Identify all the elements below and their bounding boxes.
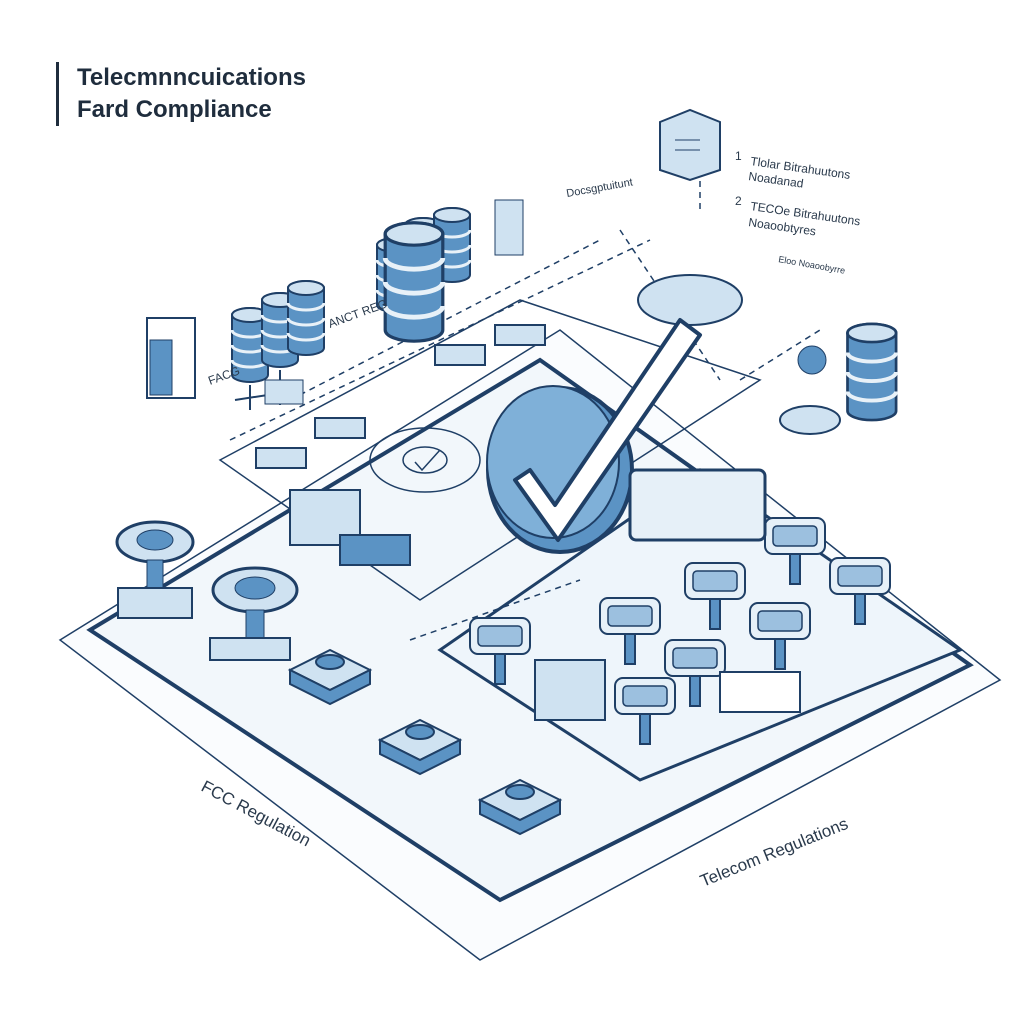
title-line-2: Fard Compliance [77,96,272,123]
label-doc: Docsgptuitunt [565,176,633,199]
database-right [779,324,896,435]
label-anct-reg: ANCT REG [326,297,389,331]
notes: 1 Tlolar Bitrahuutons Noadanad 2 TECOe B… [735,149,861,276]
round-pedestals [115,520,299,661]
title-line-1: Telecmnncuications [77,64,306,91]
label-facg: FACG [206,363,241,387]
note3: Eloo Noaoobyrre [778,254,846,276]
server-cluster-left [230,279,326,410]
book-icon [146,317,196,399]
device-modules [255,324,546,566]
note2-number: 2 [735,194,742,208]
central-database [385,223,743,341]
target-icon [369,427,481,493]
checkmark-icon [486,318,702,554]
server-cluster-top [375,199,524,314]
note1-number: 1 [735,149,742,163]
document-cube-icon [659,108,721,182]
stacked-tiles [289,649,561,835]
compliance-pedestals [469,468,891,745]
page-title: Telecmnncuications Fard Compliance [56,62,306,126]
